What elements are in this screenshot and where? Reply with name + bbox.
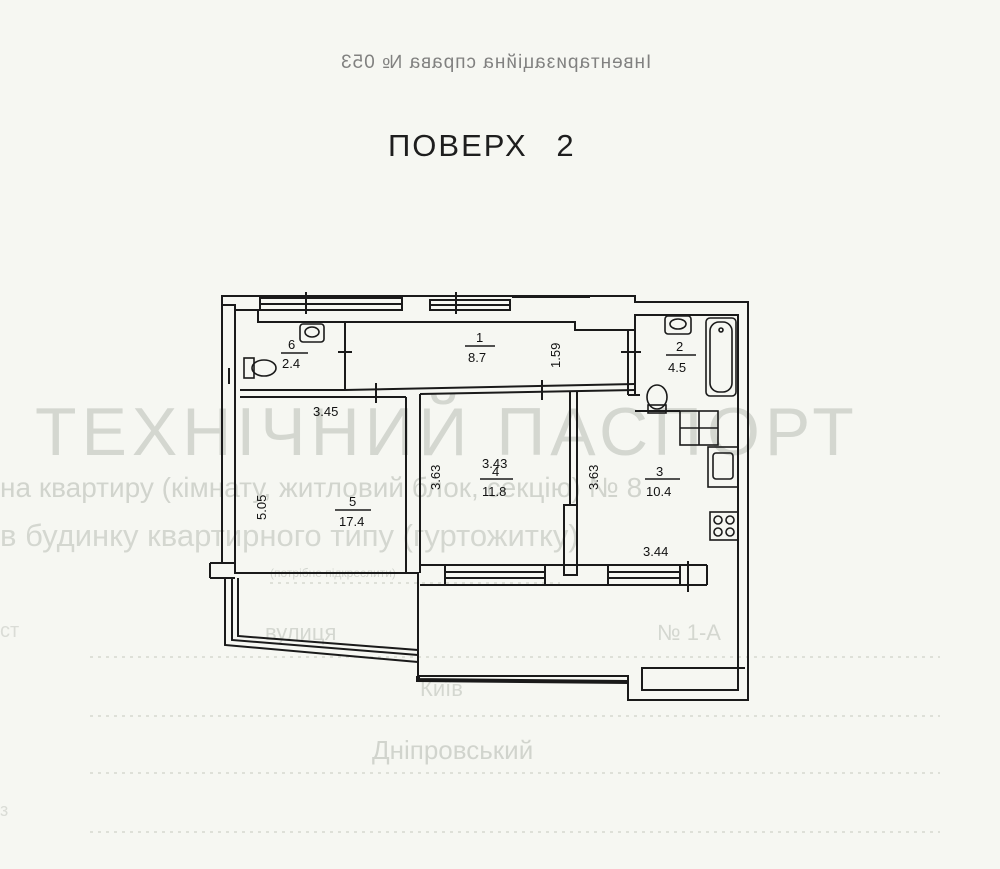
balcony-left xyxy=(224,578,419,663)
room-6-area: 2.4 xyxy=(282,356,300,371)
floor-number: 2 xyxy=(556,128,576,163)
room-2-number: 2 xyxy=(676,339,683,354)
toilet-room2 xyxy=(646,384,668,410)
dim-corridor-width: 1.59 xyxy=(548,343,563,368)
window-room4 xyxy=(444,564,546,586)
toilet-room6 xyxy=(243,357,255,379)
outer-wall-outer xyxy=(221,295,749,701)
house-number-ghost: № 1-А xyxy=(657,620,721,646)
room-3-area: 10.4 xyxy=(646,484,671,499)
room-4-area: 11.8 xyxy=(482,484,506,499)
building-type-ghost: в будинку квартирного типу (гуртожитку) xyxy=(0,518,579,553)
balcony-bottom xyxy=(416,676,629,684)
apartment-line-number: 8 xyxy=(626,472,643,503)
room-4-number: 4 xyxy=(492,464,499,479)
apartment-line-text: на квартиру (кімнату, житловий блок, сек… xyxy=(0,472,619,503)
kitchen-sink xyxy=(707,446,739,488)
room-6-number: 6 xyxy=(288,337,295,352)
house-number-label: № xyxy=(657,620,681,645)
dim-room4-left: 3.63 xyxy=(428,465,443,490)
room-3-number: 3 xyxy=(656,464,663,479)
dim-room4-top: 3.43 xyxy=(482,456,507,471)
apartment-line-ghost: на квартиру (кімнату, житловий блок, сек… xyxy=(0,472,642,504)
floor-title: ПОВЕРХ 2 xyxy=(388,128,576,164)
dim-room3-bottom: 3.44 xyxy=(643,544,668,559)
window-room3 xyxy=(607,564,681,586)
left-fragment-ghost: ст xyxy=(0,620,20,642)
room-2-area: 4.5 xyxy=(668,360,686,375)
room-5-area: 17.4 xyxy=(339,514,364,529)
sink-room2 xyxy=(664,315,692,335)
dim-room5-side: 5.05 xyxy=(254,495,269,520)
bathtub xyxy=(705,317,737,397)
room-1-number: 1 xyxy=(476,330,483,345)
dim-room3-left: 3.63 xyxy=(586,465,601,490)
outer-wall-inner xyxy=(235,309,745,691)
stove xyxy=(709,511,739,541)
room-5-number: 5 xyxy=(349,494,356,509)
left-fragment2-ghost: з xyxy=(0,800,9,820)
house-number-value: 1-А xyxy=(686,620,721,645)
room-1-area: 8.7 xyxy=(468,350,486,365)
floor-word: ПОВЕРХ xyxy=(388,128,528,163)
sink-room6 xyxy=(299,323,325,343)
district-ghost: Дніпровський xyxy=(372,735,534,765)
dim-room5-top: 3.45 xyxy=(313,404,338,419)
